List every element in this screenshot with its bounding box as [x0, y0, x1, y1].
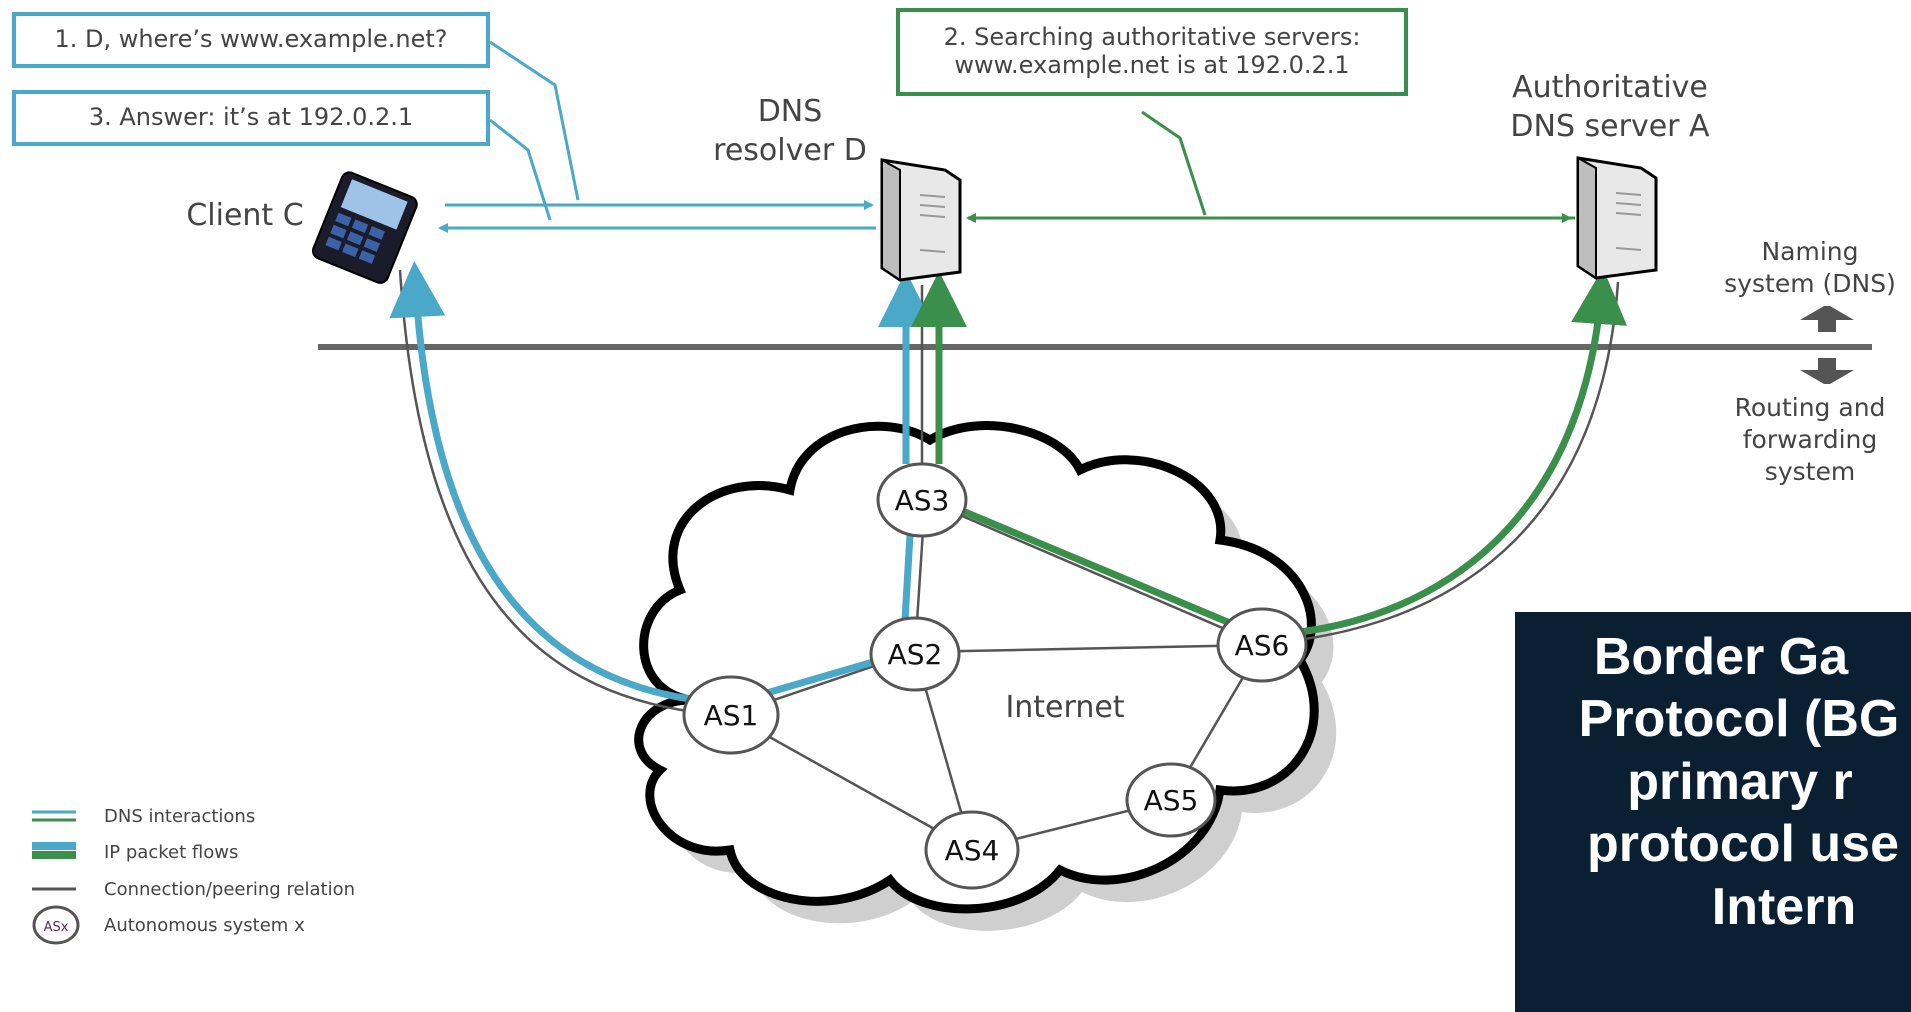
legend-peering: Connection/peering relation: [104, 874, 355, 904]
ip-flow-blue-as1-client: [389, 261, 691, 703]
as4-label: AS4: [945, 834, 1000, 867]
callout-step-2-line1: 2. Searching authoritative servers:: [943, 23, 1361, 52]
callout-step-1-text: 1. D, where’s www.example.net?: [54, 25, 448, 54]
banner-line1: Border Ga: [1593, 628, 1849, 686]
resolver-label-line2: resolver D: [713, 133, 867, 168]
as6-node: [1216, 607, 1308, 683]
ip-flow-green-as6-auth: [1299, 268, 1628, 636]
as2-node: [869, 616, 961, 692]
as6-label: AS6: [1235, 629, 1290, 662]
legend-peering-label: Connection/peering relation: [104, 878, 356, 900]
dns-interactions: [438, 200, 1575, 233]
routing-system-label: Routing and forwarding system: [1705, 392, 1911, 488]
resolver-label-line1: DNS: [757, 94, 823, 129]
routing-label-line1: Routing and: [1734, 393, 1886, 422]
arrow-down-icon: [1800, 358, 1854, 384]
legend-ip: IP packet flows: [104, 837, 238, 867]
legend-swatches: ASx: [32, 810, 80, 945]
ip-flow-blue-as1-as2: [759, 656, 881, 699]
phone-icon: [311, 171, 418, 284]
routing-label-line2: forwarding: [1742, 425, 1878, 454]
callout-step-2-line2: www.example.net is at 192.0.2.1: [954, 51, 1350, 79]
authoritative-label-line1: Authoritative: [1512, 70, 1708, 105]
as-nodes: [682, 462, 1308, 890]
client-label: Client C: [186, 198, 304, 233]
bgp-banner: Border Ga Protocol (BG primary r protoco…: [1515, 612, 1911, 1012]
naming-system-label: Naming system (DNS): [1705, 236, 1911, 300]
legend-dns: DNS interactions: [104, 801, 255, 831]
banner-line5: Intern: [1711, 877, 1857, 936]
legend-dns-label: DNS interactions: [104, 805, 256, 827]
resolver-label: DNS resolver D: [690, 92, 890, 170]
banner-line3: primary r: [1627, 752, 1853, 811]
callout-step-2: 2. Searching authoritative servers: www.…: [896, 8, 1408, 96]
arrow-up-icon: [1800, 306, 1854, 332]
callout-leader-green: [1141, 110, 1207, 216]
as2-label: AS2: [888, 638, 943, 671]
naming-label-line1: Naming: [1761, 237, 1859, 266]
callout-leaders: [489, 40, 580, 221]
legend-asx-symbol: ASx: [44, 920, 69, 935]
callout-step-3: 3. Answer: it’s at 192.0.2.1: [12, 90, 490, 146]
legend-asx: Autonomous system x: [104, 910, 305, 940]
banner-line2: Protocol (BG: [1578, 690, 1900, 749]
internet-label: Internet: [1005, 690, 1124, 725]
banner-line4: protocol use: [1586, 815, 1900, 874]
naming-label-line2: system (DNS): [1724, 269, 1896, 298]
as3-node: [876, 462, 968, 538]
as4-node: [924, 810, 1020, 890]
legend-asx-label: Autonomous system x: [104, 914, 305, 936]
ip-flow-green-as3-as6: [963, 508, 1232, 627]
as3-label: AS3: [895, 484, 950, 517]
legend-ip-label: IP packet flows: [104, 841, 239, 863]
as5-node: [1125, 762, 1217, 838]
routing-label-line3: system: [1764, 457, 1856, 486]
dns-resolver-server-icon: [880, 158, 962, 282]
authoritative-label-line2: DNS server A: [1510, 109, 1710, 144]
callout-step-3-text: 3. Answer: it’s at 192.0.2.1: [88, 103, 414, 132]
as1-label: AS1: [704, 699, 759, 732]
callout-step-1: 1. D, where’s www.example.net?: [12, 12, 490, 68]
authoritative-label: Authoritative DNS server A: [1480, 68, 1740, 146]
as5-label: AS5: [1144, 784, 1199, 817]
ip-packet-flows: [389, 261, 1628, 703]
authoritative-server-icon: [1576, 156, 1658, 280]
as1-node: [682, 675, 780, 755]
ip-flow-blue-as2-as3: [901, 534, 914, 621]
